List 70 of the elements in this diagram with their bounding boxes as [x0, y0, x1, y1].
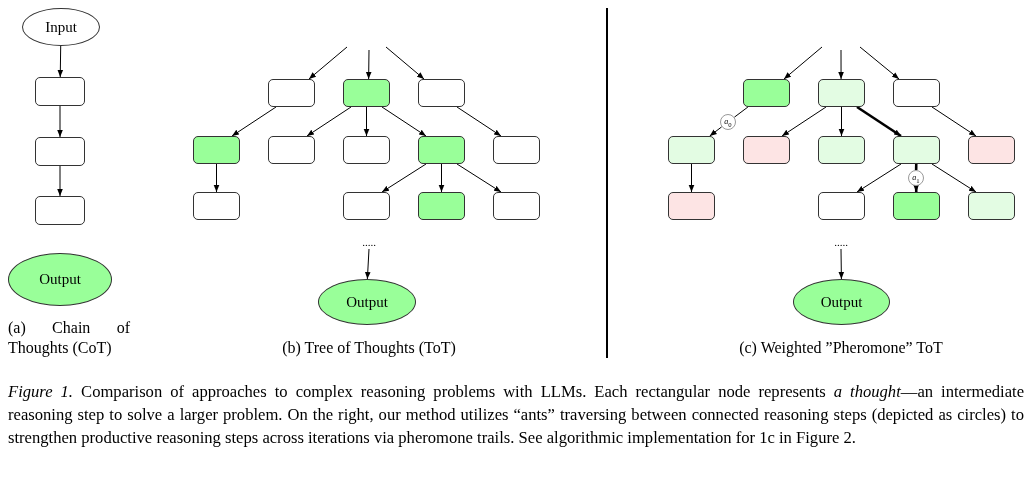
- node-label: Output: [346, 293, 388, 311]
- arrow: [856, 105, 902, 138]
- arrow: [856, 163, 902, 193]
- thought-box: [268, 79, 315, 107]
- panel-caption: (c) Weighted ”Pheromone” ToT: [738, 338, 944, 358]
- arrow: [385, 46, 425, 80]
- arrow: [931, 163, 977, 193]
- thought-box: [668, 136, 715, 164]
- thought-box: [343, 192, 390, 220]
- thought-box: [193, 136, 240, 164]
- figure-caption: Figure 1. Comparison of approaches to complex reasoning problems with LLMs. Each rectangular node represents a thought—an intermediate reasoning step to solve a larger problem. On the right, our method utilizes “ants” traversing between connected reasoning steps (depicted as circles) to strengthen productive reasoning steps across iterations via pheromone trails. See algorithmic implementation for 1c in Figure 2.: [8, 381, 1024, 449]
- arrow: [438, 163, 445, 193]
- panel-caption: (a) Chain of Thoughts (CoT): [8, 318, 130, 358]
- arrow: [57, 45, 64, 78]
- arrow: [838, 49, 844, 80]
- thought-box: [668, 192, 715, 220]
- arrow: [709, 126, 723, 137]
- thought-box: [893, 192, 940, 220]
- thought-box: [818, 79, 865, 107]
- thought-box: [743, 79, 790, 107]
- thought-box: [268, 136, 315, 164]
- arrow: [859, 46, 900, 80]
- arrow: [308, 46, 348, 80]
- arrow: [231, 106, 277, 137]
- thought-box: [818, 136, 865, 164]
- node-label: Output: [820, 293, 863, 311]
- arrow: [783, 46, 823, 80]
- arrow: [365, 49, 372, 80]
- thought-box: [35, 137, 85, 166]
- arrow: [364, 248, 371, 280]
- ant-label: a$_{1}$: [912, 172, 920, 184]
- arrow: [913, 184, 919, 193]
- arrow: [838, 106, 845, 137]
- arrow: [781, 106, 827, 137]
- arrow: [456, 163, 502, 193]
- node-label: Output: [39, 271, 81, 288]
- arrow: [688, 163, 695, 193]
- arrow: [381, 163, 427, 193]
- arrow: [57, 105, 63, 138]
- thought-box: [893, 136, 940, 164]
- thought-box: [893, 79, 940, 107]
- arrow: [931, 106, 977, 137]
- thought-box: [968, 136, 1015, 164]
- thought-box: [343, 79, 390, 107]
- thought-box: [968, 192, 1015, 220]
- thought-box: [35, 77, 85, 106]
- arrow: [456, 106, 502, 137]
- thought-box: [493, 192, 540, 220]
- arrow: [306, 106, 352, 137]
- thought-box: [743, 136, 790, 164]
- node-label: Input: [45, 18, 77, 36]
- arrow: [57, 165, 63, 197]
- thought-box: [493, 136, 540, 164]
- panel-caption: (b) Tree of Thoughts (ToT): [281, 338, 457, 358]
- ant-circle: [720, 114, 736, 130]
- thought-box: [818, 192, 865, 220]
- thought-box: [35, 196, 85, 225]
- arrow: [838, 248, 845, 280]
- ellipsis-text: .....: [355, 236, 383, 248]
- thought-box: [418, 79, 465, 107]
- ellipsis-text: .....: [827, 236, 855, 248]
- ant-circle: [908, 170, 924, 186]
- thought-box: [343, 136, 390, 164]
- arrow: [213, 163, 220, 193]
- thought-box: [418, 192, 465, 220]
- arrow: [363, 106, 370, 137]
- arrow: [381, 106, 427, 137]
- thought-box: [418, 136, 465, 164]
- ant-label: a$_{0}$: [724, 116, 732, 128]
- thought-box: [193, 192, 240, 220]
